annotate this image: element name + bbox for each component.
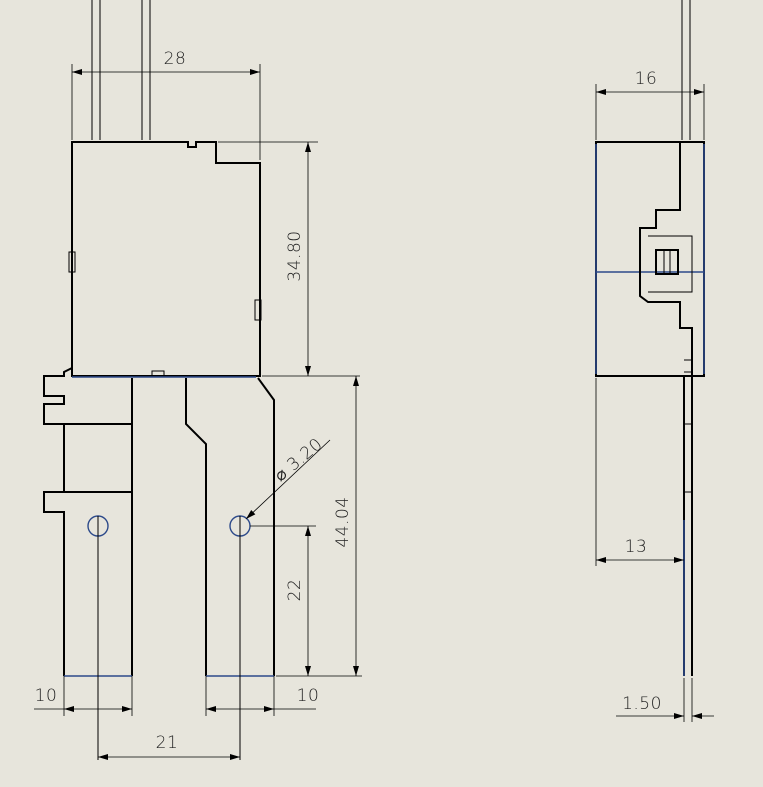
dim-pin-spacing: 21 (156, 733, 179, 753)
dim-lead-length: 44.04 (333, 496, 353, 547)
dim-right-pin-width: 10 (297, 686, 320, 706)
dim-hole-height: 22 (285, 579, 305, 602)
dim-hole-diameter: ⌀ 3.20 (271, 434, 327, 486)
dim-body-height: 34.80 (285, 230, 305, 281)
right-pin (185, 377, 275, 676)
dim-side-width: 16 (635, 69, 658, 89)
body-tab-right (254, 299, 262, 321)
dim-lead-thickness: 1.50 (622, 694, 662, 714)
dim-front-width: 28 (164, 49, 187, 69)
side-internal-profile (639, 141, 704, 376)
side-lead (683, 360, 693, 676)
front-dimensions: 28 34.80 44.04 ⌀ 3.20 22 10 10 21 (34, 49, 362, 760)
relay-body-side (595, 141, 705, 377)
dim-side-offset: 13 (625, 537, 648, 557)
front-view (43, 0, 275, 760)
side-view (595, 0, 705, 676)
body-tab-left (68, 251, 76, 273)
front-wires (91, 0, 151, 140)
side-dimensions: 16 13 1.50 (595, 69, 714, 722)
left-bracket (43, 367, 73, 676)
relay-body-front (71, 141, 261, 377)
side-latch (655, 249, 679, 275)
dim-left-pin-width: 10 (35, 686, 58, 706)
